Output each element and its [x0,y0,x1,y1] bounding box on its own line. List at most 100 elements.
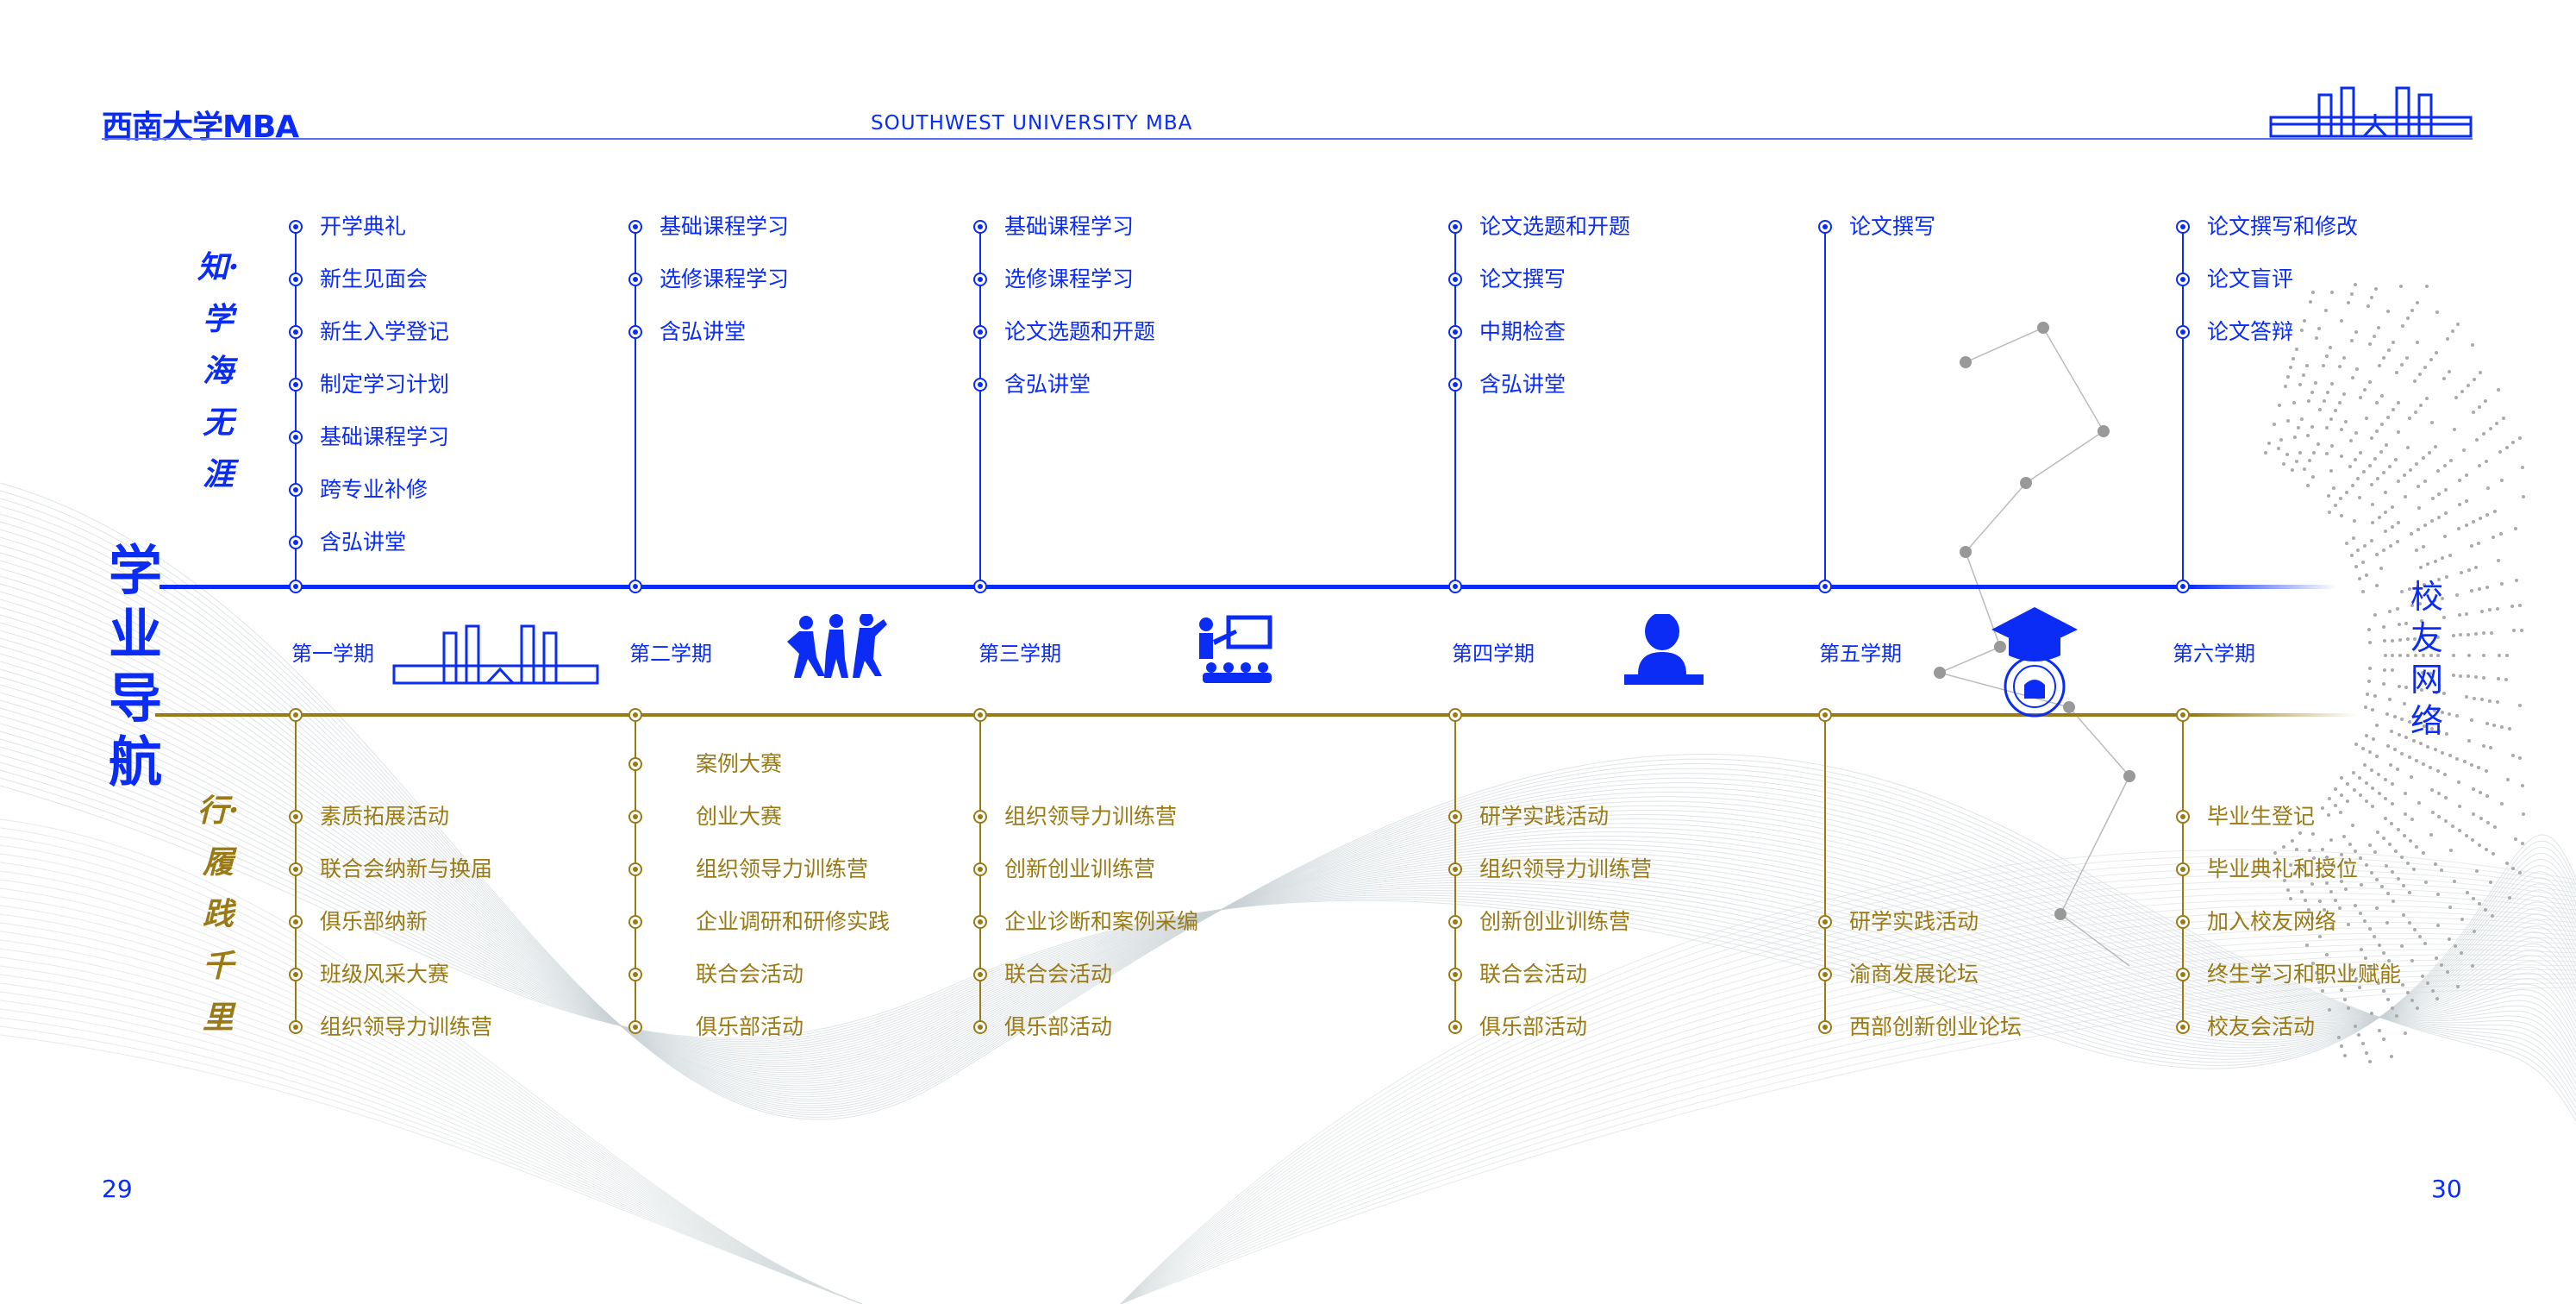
globe-dot [2310,882,2314,886]
globe-dot [2307,399,2310,403]
bullet-icon [2176,862,2190,876]
globe-dot [2422,456,2425,460]
bullet-icon [289,968,303,981]
globe-dot [2497,559,2500,562]
bullet-icon [1448,915,1462,929]
globe-dot [2521,842,2524,845]
globe-dot [2474,566,2478,569]
globe-dot [2329,469,2333,473]
globe-dot [2470,718,2473,722]
globe-dot [2358,496,2361,499]
bullet-icon [628,220,642,234]
globe-dot [2362,470,2366,473]
page-number-left: 29 [102,1175,133,1203]
page-title: 学业导航 [105,539,166,794]
practice-item: 创业大赛 [696,804,782,830]
bullet-icon [289,483,303,497]
globe-dot [2460,951,2463,955]
globe-dot [2391,639,2394,643]
globe-dot [2347,301,2350,304]
study-item: 选修课程学习 [1004,266,1134,292]
globe-dot [2330,444,2334,448]
study-item: 新生见面会 [320,266,428,292]
globe-dot [2361,1042,2365,1045]
globe-dot [2371,521,2374,524]
globe-dot [2471,838,2474,842]
globe-dot [2498,450,2502,454]
wave-line [0,897,2576,1304]
bullet-icon [289,915,303,929]
globe-dot [2309,300,2312,304]
globe-dot [2479,817,2483,820]
study-item: 基础课程学习 [660,214,789,240]
bullet-icon [1448,1020,1462,1034]
globe-dot [2478,405,2481,409]
globe-dot [2505,654,2509,657]
globe-dot [2373,335,2376,338]
globe-dot [2358,776,2361,780]
globe-dot [2347,923,2350,926]
globe-dot [2318,900,2322,903]
globe-dot [2515,579,2518,582]
globe-dot [2449,459,2453,462]
timeline-node [1818,708,1832,722]
globe-dot [2359,912,2362,915]
globe-dot [2380,885,2384,888]
globe-dot [2521,466,2524,469]
globe-dot [2426,745,2429,749]
globe-dot [2345,542,2348,545]
globe-dot [2368,380,2372,384]
globe-dot [2324,309,2328,312]
globe-dot [2404,495,2407,498]
network-node [2123,770,2135,782]
globe-dot [2399,285,2403,288]
globe-dot [2325,953,2329,956]
globe-dot [2378,792,2381,795]
globe-dot [2492,852,2495,856]
globe-dot [2350,292,2354,296]
practice-item: 企业调研和研修实践 [696,909,890,935]
semester-label: 第六学期 [2173,636,2255,667]
globe-dot [2339,497,2342,500]
practice-item: 俱乐部活动 [1479,1014,1587,1040]
globe-dot [2394,458,2398,461]
globe-dot [2522,495,2525,498]
globe-dot [2505,446,2509,449]
globe-dot [2340,776,2343,780]
globe-dot [2368,464,2372,467]
study-item: 论文选题和开题 [1004,319,1155,345]
globe-dot [2344,420,2348,423]
globe-dot [2423,366,2427,369]
globe-dot [2383,668,2386,672]
globe-dot [2457,781,2460,784]
globe-dot [2389,763,2392,767]
globe-dot [2480,698,2484,701]
globe-dot [2330,382,2334,386]
globe-dot [2314,381,2317,385]
globe-dot [2496,700,2499,704]
globe-dot [2322,364,2325,367]
globe-dot [2300,417,2304,421]
globe-dot [2478,587,2481,591]
bullet-icon [1448,968,1462,981]
globe-dot [2354,743,2358,746]
bullet-icon [973,810,987,824]
globe-dot [2482,676,2485,680]
globe-dot [2471,343,2474,347]
globe-dot [2318,935,2322,938]
globe-dot [2425,285,2429,288]
globe-dot [2305,364,2309,367]
globe-dot [2422,545,2425,549]
globe-dot [2492,536,2495,539]
globe-dot [2286,375,2290,379]
study-item: 论文盲评 [2207,266,2293,292]
globe-dot [2512,629,2516,632]
globe-dot [2378,944,2381,947]
globe-dot [2467,654,2471,657]
globe-dot [2398,623,2401,626]
globe-dot [2520,629,2523,632]
globe-dot [2338,401,2342,404]
globe-dot [2441,751,2444,755]
globe-dot [2355,367,2359,371]
globe-dot [2311,832,2315,836]
